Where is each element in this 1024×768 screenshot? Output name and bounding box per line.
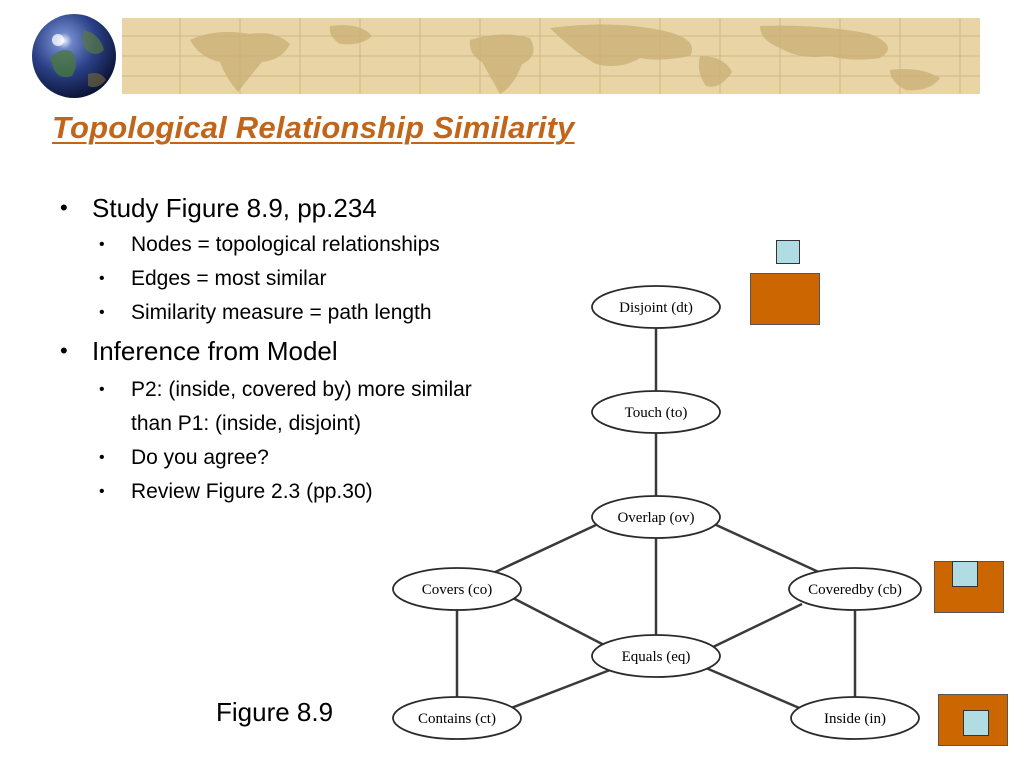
world-map-banner: [122, 18, 980, 94]
svg-text:Equals (eq): Equals (eq): [622, 649, 691, 665]
svg-text:Disjoint (dt): Disjoint (dt): [619, 300, 693, 316]
sub-bullet-similarity-measure: Similarity measure = path length: [99, 296, 440, 330]
bullet-list-2: Inference from Model: [60, 336, 338, 366]
bullet-list: Study Figure 8.9, pp.234: [60, 193, 377, 223]
node-coveredby: Coveredby (cb): [788, 567, 922, 611]
node-covers: Covers (co): [392, 567, 522, 611]
sub-bullet-review: Review Figure 2.3 (pp.30): [99, 475, 511, 509]
node-equals: Equals (eq): [591, 634, 721, 678]
globe-icon: [28, 10, 120, 102]
sub-bullet-nodes: Nodes = topological relationships: [99, 228, 440, 262]
edge-eq-ct: [505, 668, 611, 712]
sub-bullet-p2: P2: (inside, covered by) more similar th…: [99, 373, 511, 441]
coveredby-illustration-square: [952, 561, 978, 587]
bullet-study-figure: Study Figure 8.9, pp.234: [60, 193, 377, 223]
bullet-inference: Inference from Model: [60, 336, 338, 366]
sub-bullet-list-2: P2: (inside, covered by) more similar th…: [99, 373, 511, 509]
svg-text:Overlap (ov): Overlap (ov): [617, 510, 694, 526]
node-overlap: Overlap (ov): [591, 495, 721, 539]
node-contains: Contains (ct): [392, 696, 522, 740]
edge-ov-co: [490, 523, 597, 576]
svg-text:Inside (in): Inside (in): [824, 711, 886, 727]
svg-text:Contains (ct): Contains (ct): [418, 711, 496, 727]
edge-ov-cb: [713, 522, 824, 576]
sub-bullet-edges: Edges = most similar: [99, 262, 440, 296]
node-inside: Inside (in): [790, 696, 920, 740]
svg-text:Touch (to): Touch (to): [625, 405, 688, 421]
svg-text:Coveredby (cb): Coveredby (cb): [808, 582, 902, 598]
edge-co-eq: [512, 596, 607, 648]
node-disjoint: Disjoint (dt): [591, 285, 721, 329]
disjoint-illustration-region: [750, 273, 820, 325]
figure-caption: Figure 8.9: [216, 697, 334, 727]
header-banner: [28, 10, 980, 102]
edge-eq-in: [705, 666, 805, 712]
sub-bullet-agree: Do you agree?: [99, 441, 511, 475]
inside-illustration-square: [963, 710, 989, 736]
slide-title: Topological Relationship Similarity: [52, 110, 575, 145]
sub-bullet-list-1: Nodes = topological relationships Edges …: [99, 228, 440, 330]
svg-text:Covers (co): Covers (co): [422, 582, 492, 598]
node-touch: Touch (to): [591, 390, 721, 434]
disjoint-illustration-square: [776, 240, 800, 264]
edge-cb-eq: [712, 602, 803, 649]
